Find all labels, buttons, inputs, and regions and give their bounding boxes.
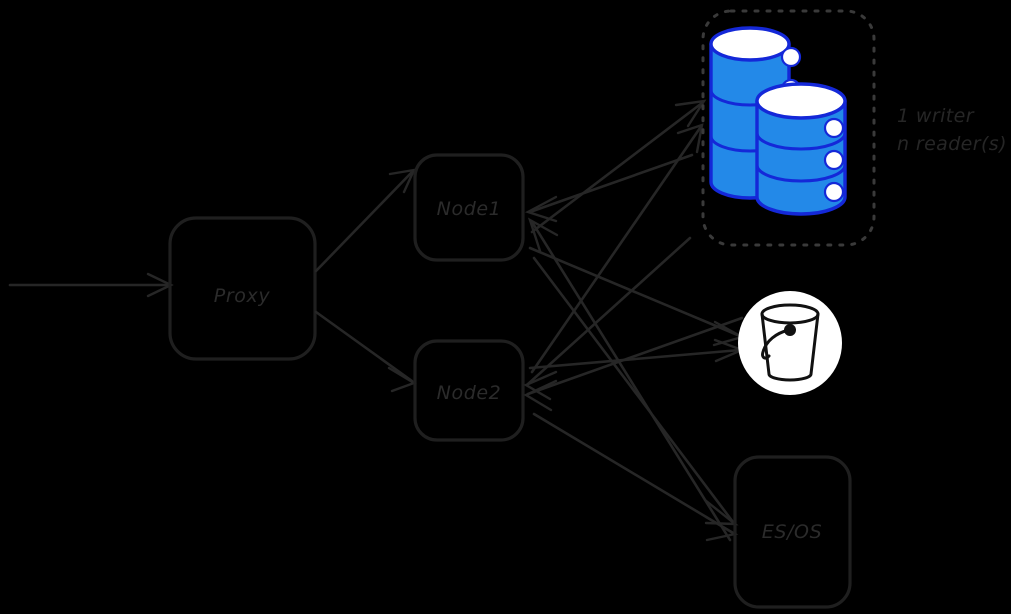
node2-box[interactable] <box>413 339 525 442</box>
edge-database-to-node2 <box>523 236 692 401</box>
proxy-box[interactable] <box>168 216 317 361</box>
database-annotation-readers: n reader(s) <box>897 133 1007 155</box>
cylinder-led-indicator <box>823 149 845 171</box>
edge-proxy-to-node1 <box>314 168 417 273</box>
edge-proxy-to-node2 <box>314 310 417 393</box>
node1-label: Node1 <box>437 198 502 220</box>
edge-bucket-to-node2 <box>523 316 744 412</box>
cylinder-led-indicator <box>823 181 845 203</box>
cylinder-led-indicator <box>823 117 845 139</box>
node2-node[interactable]: Node2 <box>413 339 525 442</box>
search-label: ES/OS <box>762 521 822 543</box>
edge-node2-to-database <box>530 123 704 374</box>
edge-node1-to-database <box>530 99 707 234</box>
node1-node[interactable]: Node1 <box>413 153 525 262</box>
ingress-arrow <box>8 272 174 298</box>
cylinder-led-indicator <box>780 46 802 68</box>
database-cylinder-replica[interactable] <box>755 82 847 216</box>
node2-label: Node2 <box>437 382 502 404</box>
node1-box[interactable] <box>413 153 525 262</box>
proxy-node[interactable]: Proxy <box>168 216 317 361</box>
search-node[interactable]: ES/OS <box>733 455 852 609</box>
edge-node1-to-search <box>532 256 739 526</box>
proxy-label: Proxy <box>214 285 271 307</box>
search-box[interactable] <box>733 455 852 609</box>
database-annotation-writer: 1 writer <box>897 105 975 127</box>
edge-database-to-node1 <box>524 153 694 223</box>
bucket-handle-knob <box>784 324 796 336</box>
edge-search-to-node1 <box>527 217 732 542</box>
edge-node2-to-search <box>532 412 739 542</box>
bucket-icon[interactable] <box>738 291 842 395</box>
